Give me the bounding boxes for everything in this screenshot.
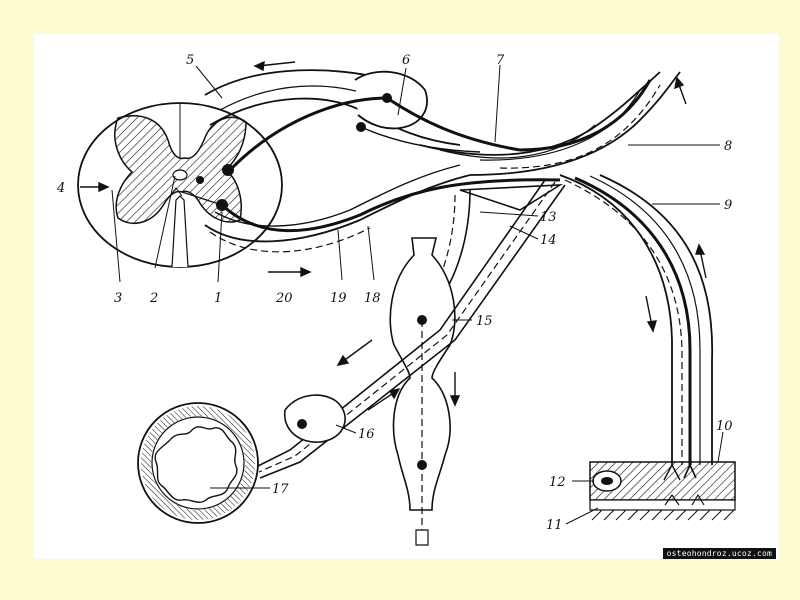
label-7: 7 [496, 53, 505, 68]
label-2: 2 [149, 291, 158, 306]
label-6: 6 [402, 53, 410, 68]
label-3: 3 [114, 291, 122, 306]
label-11: 11 [546, 518, 563, 533]
number-labels: 1 2 3 4 5 6 7 8 9 10 11 12 13 14 15 16 1… [56, 53, 733, 533]
label-8: 8 [724, 139, 732, 154]
label-15: 15 [476, 314, 493, 329]
label-9: 9 [724, 198, 732, 213]
spinal-nerve [419, 71, 681, 176]
label-19: 19 [330, 291, 347, 306]
label-13: 13 [540, 210, 557, 225]
dorsal-root [204, 69, 521, 170]
label-10: 10 [716, 419, 733, 434]
lateral-horn-neuron [196, 176, 204, 184]
prevertebral-ganglion [284, 394, 346, 443]
leader-lines [111, 64, 724, 525]
label-12: 12 [549, 475, 566, 490]
label-1: 1 [214, 291, 222, 306]
sympathetic-ganglion [389, 237, 456, 511]
label-4: 4 [56, 181, 65, 196]
label-16: 16 [358, 427, 375, 442]
label-17: 17 [272, 482, 289, 497]
label-20: 20 [275, 291, 293, 306]
label-18: 18 [364, 291, 381, 306]
sympathetic-trunk [257, 179, 566, 546]
sympathetic-neuron-1 [417, 315, 427, 325]
central-canal [172, 169, 188, 181]
sympathetic-neuron-2 [417, 460, 427, 470]
peripheral-branch [559, 174, 714, 465]
ventral-root [181, 164, 561, 253]
prevertebral-neuron [297, 419, 307, 429]
internal-organ [137, 402, 259, 524]
direction-arrows [80, 60, 707, 411]
watermark: osteohondroz.ucoz.com [662, 548, 776, 559]
label-14: 14 [540, 233, 557, 248]
label-5: 5 [186, 53, 194, 68]
target-tissue [589, 461, 736, 521]
interneuron [222, 164, 234, 176]
spinal-cord-section [77, 102, 283, 268]
